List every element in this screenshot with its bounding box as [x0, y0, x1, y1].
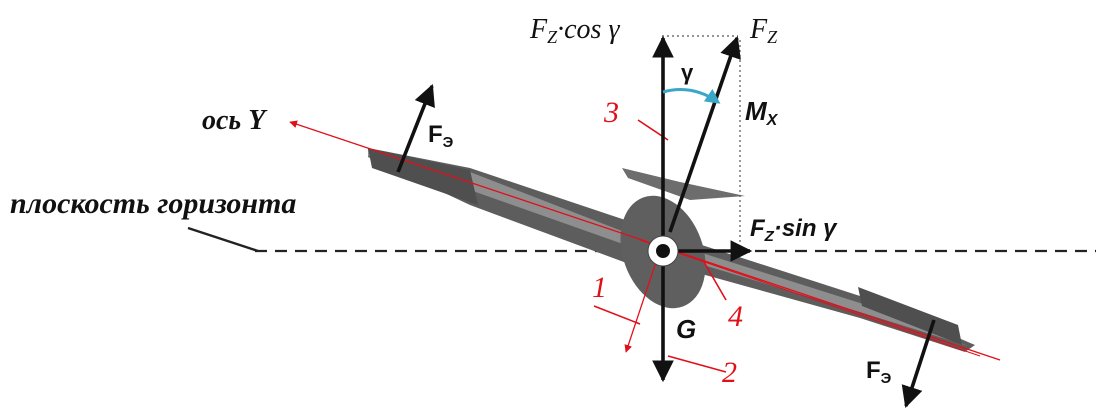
axis-y-line	[289, 120, 1001, 361]
number-4-label: 4	[728, 300, 743, 333]
fe-left-arrow	[396, 83, 435, 173]
mx-label: MX	[745, 96, 779, 129]
left-nacelle	[368, 148, 478, 205]
fe-right-label: FЭ	[866, 357, 892, 387]
leader-1	[593, 305, 641, 325]
stabilizer	[622, 168, 745, 200]
fe-left-label: FЭ	[428, 121, 454, 151]
number-3-label: 3	[603, 96, 619, 129]
fe-right-arrow	[901, 319, 936, 409]
moment-arc	[662, 88, 721, 104]
wing-right-highlight	[680, 246, 968, 346]
fz-arrow	[668, 35, 741, 233]
center-hub-inner	[656, 244, 670, 258]
fz-sin-label: FZ·sin γ	[750, 215, 838, 245]
horizon-label: плоскость горизонта	[10, 187, 296, 220]
number-2-label: 2	[722, 356, 737, 389]
axis-y-line-ext	[639, 239, 981, 357]
axis-y-label: ось Y	[202, 105, 268, 136]
leader-2	[667, 355, 727, 373]
g-label: G	[676, 314, 696, 344]
gamma-label: γ	[681, 60, 694, 85]
normal-axis-line	[624, 249, 661, 353]
fz-cos-label: FZ·cos γ	[529, 14, 620, 47]
right-nacelle	[858, 287, 962, 345]
number-1-label: 1	[592, 271, 607, 304]
leader-4	[703, 261, 727, 301]
horizon-leader-line	[187, 226, 259, 253]
fz-label: FZ	[749, 14, 778, 47]
